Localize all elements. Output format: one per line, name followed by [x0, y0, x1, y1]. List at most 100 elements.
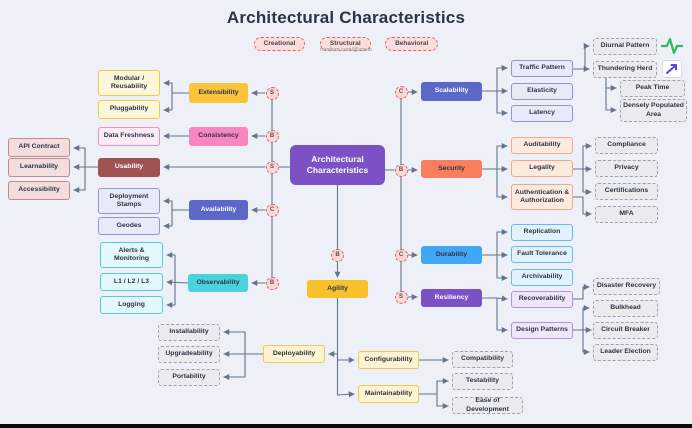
connector: [436, 393, 449, 410]
security-node[interactable]: Security: [421, 160, 482, 178]
connector: [496, 64, 508, 92]
category-badge-b: B: [331, 248, 344, 262]
design-patterns-node[interactable]: Design Patterns: [511, 322, 573, 339]
connector: [496, 295, 508, 302]
modular-reusability-node[interactable]: Modular / Reusability: [98, 70, 160, 96]
page-title: Architectural Characteristics: [226, 8, 466, 27]
latency-node[interactable]: Latency: [511, 105, 573, 122]
legend-pill-creational[interactable]: Creational: [253, 37, 306, 51]
connector: [163, 209, 173, 230]
ease-of-development-node[interactable]: Ease of Development: [452, 397, 523, 414]
certifications-node[interactable]: Certifications: [595, 183, 658, 200]
connector: [496, 168, 508, 201]
compliance-node[interactable]: Compliance: [595, 137, 658, 154]
upgradeability-node[interactable]: Upgradeability: [158, 346, 220, 363]
recoverability-node[interactable]: Recoverability: [511, 291, 573, 308]
legend-pill-behavioral[interactable]: Behavioral: [385, 37, 439, 51]
connector: [572, 283, 590, 300]
pulse-icon: [660, 36, 684, 61]
connector: [336, 391, 355, 398]
privacy-node[interactable]: Privacy: [595, 160, 658, 177]
peak-time-node[interactable]: Peak Time: [620, 80, 685, 97]
agility-node[interactable]: Agility: [307, 280, 368, 298]
legality-node[interactable]: Legality: [511, 160, 573, 177]
connector: [496, 90, 508, 117]
center-node[interactable]: Architectural Characteristics: [290, 145, 385, 185]
trend-arrow-icon[interactable]: [662, 60, 682, 78]
consistency-node[interactable]: Consistency: [189, 127, 248, 146]
portability-node[interactable]: Portability: [158, 369, 220, 386]
densely-populated-area-node[interactable]: Densely Populated Area: [620, 99, 687, 122]
connector: [605, 87, 617, 114]
connector: [163, 79, 190, 94]
extensibility-node[interactable]: Extensibility: [189, 83, 248, 103]
observability-node[interactable]: Observability: [188, 274, 248, 292]
bulkhead-node[interactable]: Bulkhead: [593, 300, 658, 317]
connector: [223, 328, 246, 355]
replication-node[interactable]: Replication: [511, 224, 573, 241]
leader-election-node[interactable]: Leader Election: [593, 344, 658, 361]
resiliency-node[interactable]: Resiliency: [421, 289, 482, 307]
maintainability-node[interactable]: Maintainability: [358, 385, 419, 403]
bottom-bar: [0, 424, 692, 428]
connector: [163, 197, 190, 211]
category-badge-s: S: [394, 290, 408, 304]
thundering-herd-node[interactable]: Thundering Herd: [593, 61, 657, 78]
traffic-pattern-node[interactable]: Traffic Pattern: [511, 60, 573, 77]
elasticity-node[interactable]: Elasticity: [511, 83, 573, 100]
credit-text: medium.com/@zonib: [320, 47, 372, 53]
connector: [223, 353, 246, 381]
disaster-recovery-node[interactable]: Disaster Recovery: [593, 278, 660, 295]
logging-node[interactable]: Logging: [100, 296, 163, 314]
connector: [582, 142, 592, 170]
category-badge-c: C: [394, 85, 408, 99]
l1-l2-l3-node[interactable]: L1 / L2 / L3: [100, 273, 163, 291]
connector: [163, 92, 173, 114]
connector: [582, 329, 590, 356]
accessibility-node[interactable]: Accessibility: [8, 181, 70, 200]
legend-pill-structural[interactable]: Structural: [319, 37, 371, 51]
configurability-node[interactable]: Configurability: [358, 351, 419, 369]
connector: [582, 168, 592, 196]
learnability-node[interactable]: Learnability: [8, 158, 70, 177]
usability-node[interactable]: Usability: [98, 158, 160, 177]
api-contract-node[interactable]: API Contract: [8, 138, 70, 157]
durability-node[interactable]: Durability: [421, 246, 482, 264]
deployability-node[interactable]: Deployability: [263, 345, 325, 363]
mfa-node[interactable]: MFA: [595, 206, 658, 223]
geodes-node[interactable]: Geodes: [98, 217, 160, 235]
connector: [436, 377, 449, 395]
connector: [496, 297, 508, 334]
availability-node[interactable]: Availability: [189, 200, 248, 220]
deployment-stamps-node[interactable]: Deployment Stamps: [98, 188, 160, 214]
diurnal-pattern-node[interactable]: Diurnal Pattern: [593, 38, 657, 55]
connector: [605, 77, 617, 92]
archivability-node[interactable]: Archivability: [511, 269, 573, 286]
legend: Creational Structural Behavioral: [0, 32, 692, 51]
alerts-monitoring-node[interactable]: Alerts & Monitoring: [100, 242, 163, 268]
category-badge-b: B: [394, 163, 408, 177]
testability-node[interactable]: Testability: [452, 373, 513, 390]
authentication-authorization-node[interactable]: Authentication & Authorization: [511, 184, 573, 210]
fault-tolerance-node[interactable]: Fault Tolerance: [511, 246, 573, 263]
connector: [496, 254, 508, 282]
installability-node[interactable]: Installability: [158, 324, 220, 341]
data-freshness-node[interactable]: Data Freshness: [98, 127, 160, 146]
category-badge-s: S: [265, 86, 279, 100]
connector: [496, 228, 508, 256]
connector: [572, 196, 592, 218]
category-badge-c: C: [265, 203, 279, 217]
connector: [166, 251, 176, 284]
compatibility-node[interactable]: Compatibility: [452, 351, 513, 368]
category-badge-s: S: [265, 160, 279, 174]
circuit-breaker-node[interactable]: Circuit Breaker: [593, 322, 658, 339]
connector: [166, 279, 189, 286]
connector: [496, 142, 508, 170]
connector: [73, 166, 86, 194]
auditability-node[interactable]: Auditability: [511, 137, 573, 154]
connector: [582, 304, 590, 331]
pluggability-node[interactable]: Pluggability: [98, 100, 160, 119]
scalability-node[interactable]: Scalability: [421, 82, 482, 101]
